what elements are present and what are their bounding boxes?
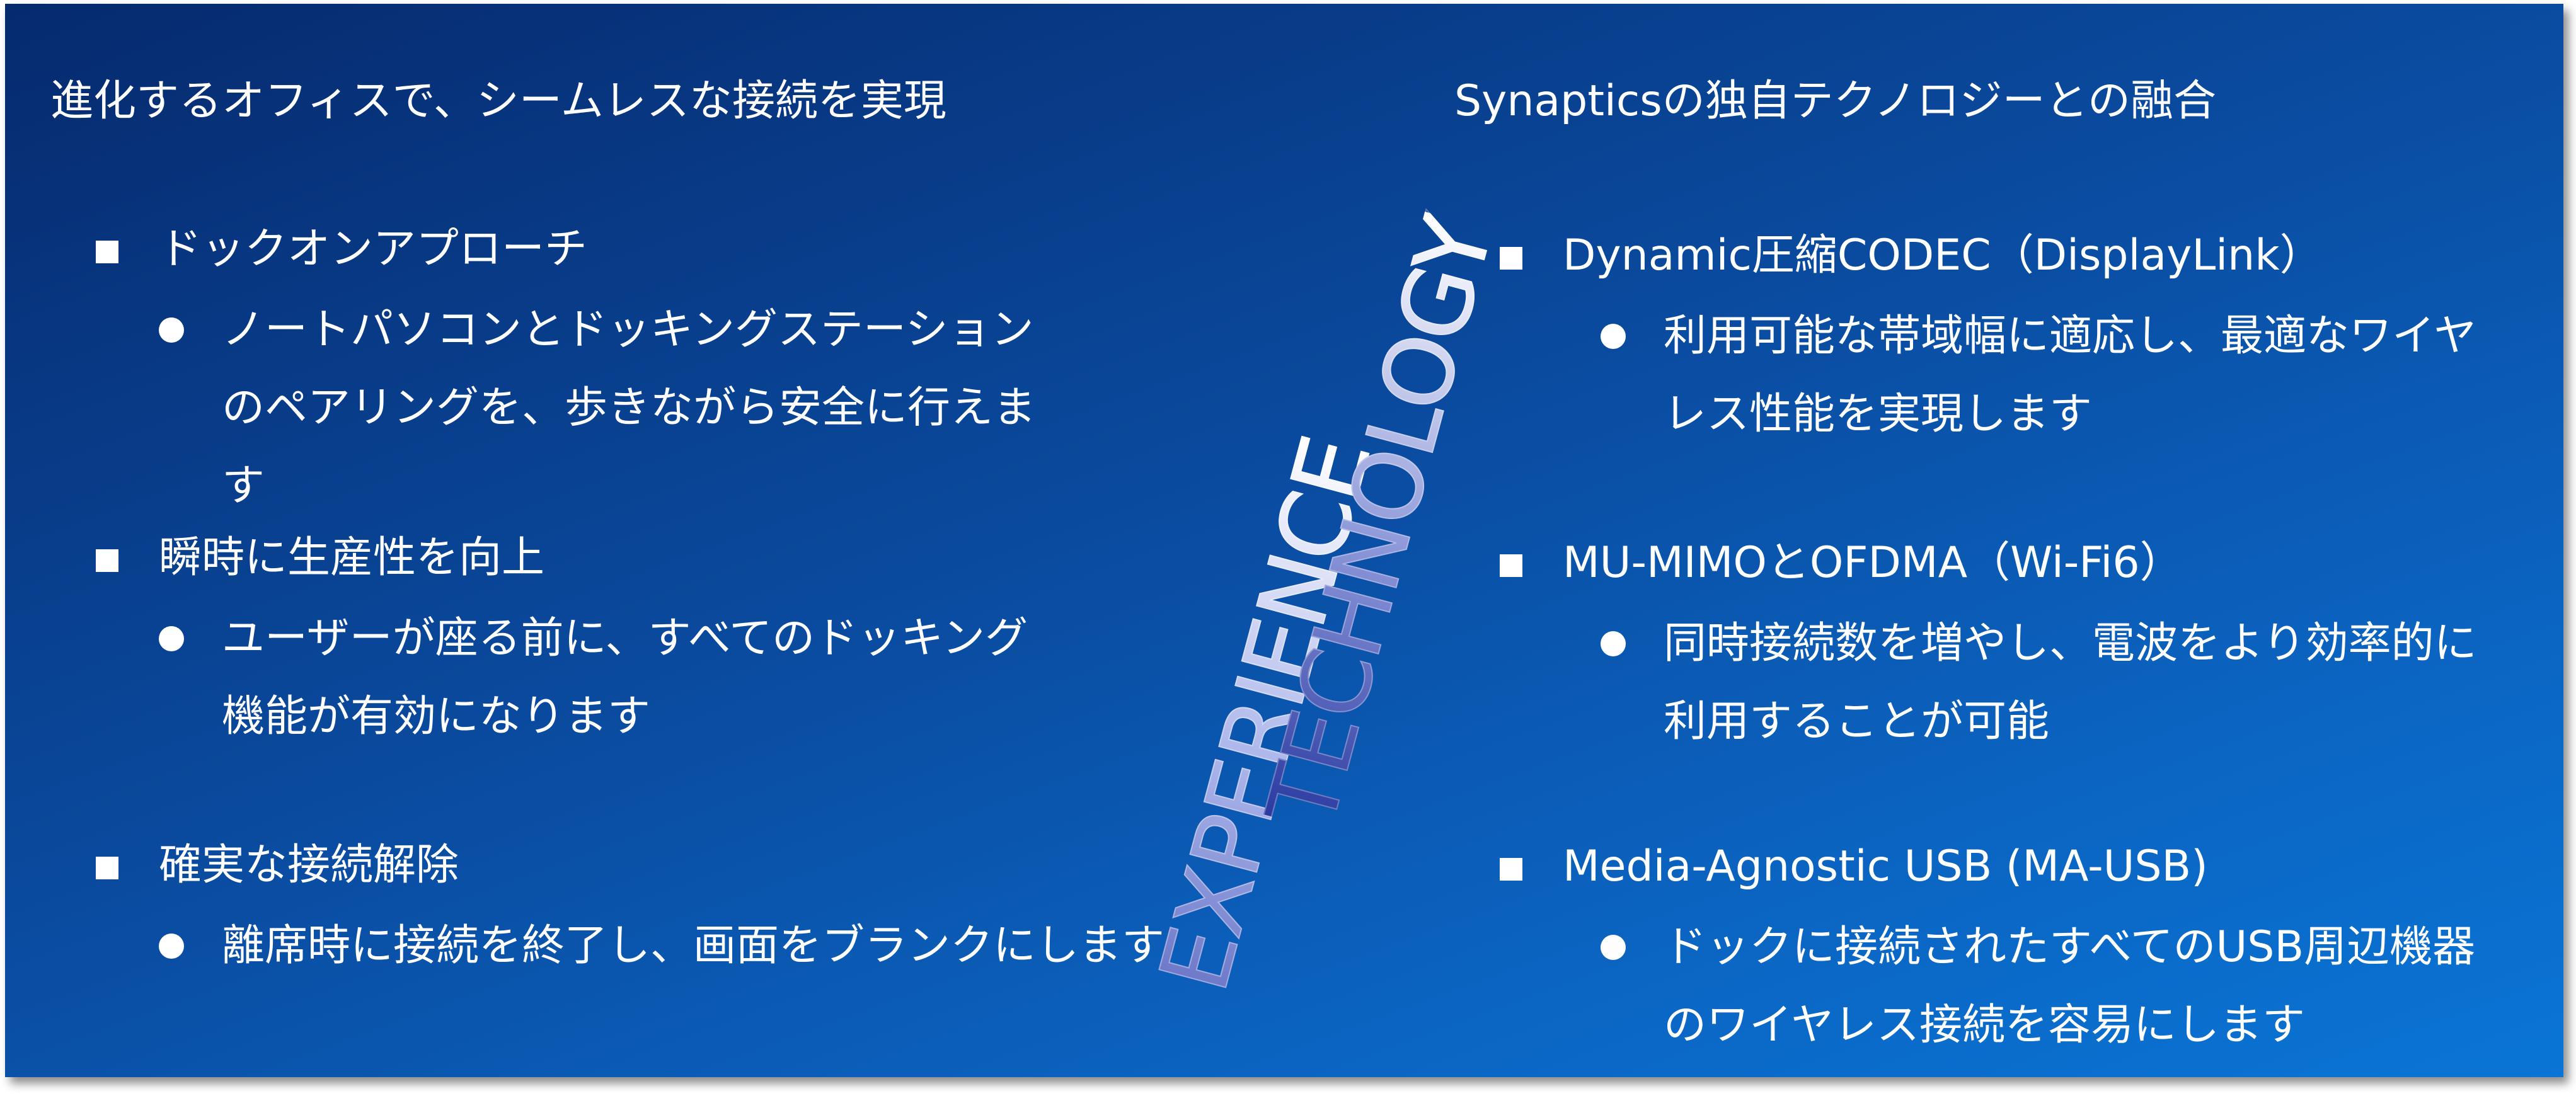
right-item-3: Media-Agnostic USB (MA-USB) ドックに接続されたすべて… bbox=[1500, 835, 2508, 1065]
left-item-3-title-text: 確実な接続解除 bbox=[159, 840, 459, 890]
left-item-2-title-text: 瞬時に生産性を向上 bbox=[159, 533, 545, 583]
right-item-2-desc: 同時接続数を増やし、電波をより効率的に利用することが可能 bbox=[1601, 605, 2508, 761]
square-bullet-icon bbox=[1500, 858, 1522, 881]
left-item-1-desc-text: ノートパソコンとドッキングステーションのペアリングを、歩きながら安全に行えます bbox=[222, 305, 1037, 511]
right-item-3-desc-text: ドックに接続されたすべてのUSB周辺機器のワイヤレス接続を容易にします bbox=[1664, 922, 2476, 1050]
right-item-1-title: Dynamic圧縮CODEC（DisplayLink） bbox=[1500, 224, 2508, 287]
round-bullet-icon bbox=[1601, 324, 1626, 349]
left-item-1: ドックオンアプローチ ノートパソコンとドッキングステーションのペアリングを、歩き… bbox=[96, 218, 1104, 525]
right-item-1-title-text: Dynamic圧縮CODEC（DisplayLink） bbox=[1563, 231, 2323, 280]
right-item-1: Dynamic圧縮CODEC（DisplayLink） 利用可能な帯域幅に適応し… bbox=[1500, 224, 2508, 454]
left-item-2: 瞬時に生産性を向上 ユーザーが座る前に、すべてのドッキング機能が有効になります bbox=[96, 527, 1104, 756]
right-item-3-title-text: Media-Agnostic USB (MA-USB) bbox=[1563, 842, 2208, 891]
right-item-2-title-text: MU-MIMOとOFDMA（Wi-Fi6） bbox=[1563, 538, 2183, 588]
right-item-2-title: MU-MIMOとOFDMA（Wi-Fi6） bbox=[1500, 532, 2508, 595]
round-bullet-icon bbox=[1601, 631, 1626, 656]
left-item-3: 確実な接続解除 離席時に接続を終了し、画面をブランクにします bbox=[96, 834, 1164, 985]
round-bullet-icon bbox=[159, 626, 184, 651]
left-item-1-desc: ノートパソコンとドッキングステーションのペアリングを、歩きながら安全に行えます bbox=[159, 291, 1066, 525]
left-item-1-title: ドックオンアプローチ bbox=[96, 218, 1104, 281]
left-item-3-desc: 離席時に接続を終了し、画面をブランクにします bbox=[159, 907, 1167, 985]
left-item-2-desc: ユーザーが座る前に、すべてのドッキング機能が有効になります bbox=[159, 600, 1066, 756]
center-diagonal-words: EXPERIENCE TECHNOLOGY bbox=[950, 67, 1580, 1012]
left-heading: 進化するオフィスで、シームレスな接続を実現 bbox=[50, 76, 946, 126]
left-item-1-title-text: ドックオンアプローチ bbox=[159, 224, 588, 274]
right-item-2: MU-MIMOとOFDMA（Wi-Fi6） 同時接続数を増やし、電波をより効率的… bbox=[1500, 532, 2508, 761]
right-item-3-desc: ドックに接続されたすべてのUSB周辺機器のワイヤレス接続を容易にします bbox=[1601, 908, 2508, 1065]
square-bullet-icon bbox=[1500, 554, 1522, 577]
left-item-3-desc-text: 離席時に接続を終了し、画面をブランクにします bbox=[222, 921, 1165, 971]
round-bullet-icon bbox=[159, 317, 184, 343]
round-bullet-icon bbox=[1601, 935, 1626, 960]
left-item-2-desc-text: ユーザーが座る前に、すべてのドッキング機能が有効になります bbox=[222, 614, 1028, 741]
square-bullet-icon bbox=[1500, 247, 1522, 270]
left-item-2-title: 瞬時に生産性を向上 bbox=[96, 527, 1104, 590]
square-bullet-icon bbox=[96, 857, 118, 879]
right-heading: Synapticsの独自テクノロジーとの融合 bbox=[1454, 76, 2216, 126]
right-item-3-title: Media-Agnostic USB (MA-USB) bbox=[1500, 835, 2508, 898]
right-item-1-desc: 利用可能な帯域幅に適応し、最適なワイヤレス性能を実現します bbox=[1601, 297, 2508, 454]
square-bullet-icon bbox=[96, 241, 118, 263]
slide-panel: 進化するオフィスで、シームレスな接続を実現 ドックオンアプローチ ノートパソコン… bbox=[5, 4, 2563, 1077]
square-bullet-icon bbox=[96, 549, 118, 572]
left-item-3-title: 確実な接続解除 bbox=[96, 834, 1104, 897]
right-item-1-desc-text: 利用可能な帯域幅に適応し、最適なワイヤレス性能を実現します bbox=[1664, 311, 2476, 439]
right-item-2-desc-text: 同時接続数を増やし、電波をより効率的に利用することが可能 bbox=[1664, 619, 2477, 746]
round-bullet-icon bbox=[159, 934, 184, 959]
